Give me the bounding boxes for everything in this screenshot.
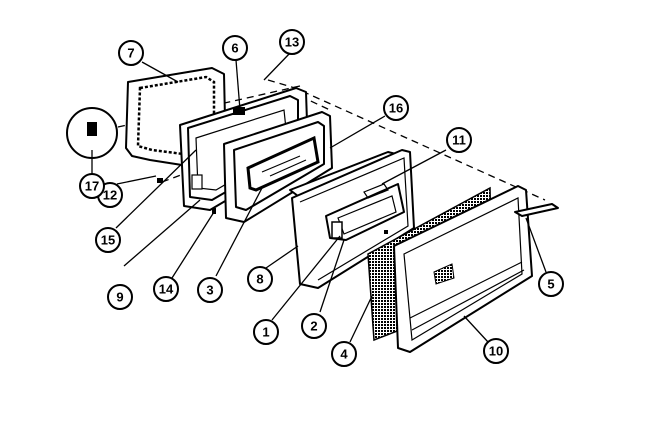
callout-5: 5	[538, 271, 564, 297]
callout-7: 7	[118, 40, 144, 66]
door-trim-strip-part	[514, 203, 559, 217]
svg-text:4: 4	[340, 347, 348, 362]
svg-text:15: 15	[101, 233, 115, 248]
callout-4: 4	[331, 341, 357, 367]
callout-13: 13	[279, 29, 305, 55]
callout-16: 16	[383, 95, 409, 121]
svg-text:14: 14	[159, 282, 174, 297]
callout-6: 6	[222, 35, 248, 61]
hardware-pieces	[157, 178, 388, 234]
svg-text:17: 17	[85, 179, 99, 194]
svg-text:7: 7	[127, 46, 134, 61]
svg-text:2: 2	[310, 319, 317, 334]
callout-14: 14	[153, 276, 179, 302]
svg-text:1: 1	[262, 325, 269, 340]
svg-text:11: 11	[452, 133, 466, 148]
callout-11: 11	[446, 127, 472, 153]
svg-text:13: 13	[285, 35, 299, 50]
svg-text:10: 10	[489, 344, 503, 359]
inner-glass-frame-part	[223, 111, 333, 223]
callout-9: 9	[107, 284, 133, 310]
callout-2: 2	[301, 313, 327, 339]
callout-15: 15	[95, 227, 121, 253]
svg-text:6: 6	[231, 41, 238, 56]
callout-17: 17	[79, 173, 105, 199]
callout-10: 10	[483, 338, 509, 364]
svg-text:9: 9	[116, 290, 123, 305]
callout-1: 1	[253, 319, 279, 345]
svg-text:5: 5	[547, 277, 554, 292]
outer-door-panel-part	[291, 149, 415, 289]
outer-door-frame-part	[393, 185, 533, 353]
callout-3: 3	[197, 277, 223, 303]
detail-inset	[66, 107, 118, 159]
svg-text:16: 16	[389, 101, 403, 116]
callout-8: 8	[247, 266, 273, 292]
leader-lines	[91, 51, 547, 343]
svg-text:8: 8	[256, 272, 263, 287]
svg-text:12: 12	[103, 188, 117, 203]
svg-text:3: 3	[206, 283, 213, 298]
